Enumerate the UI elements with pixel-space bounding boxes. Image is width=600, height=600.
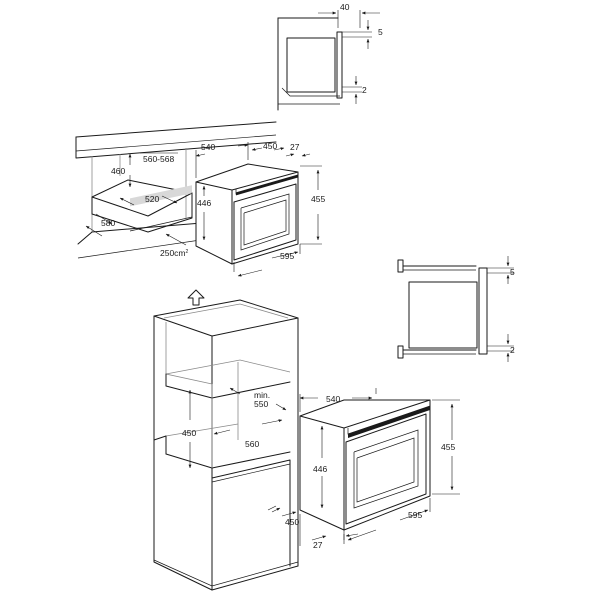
- upper-depth-label: 540: [201, 142, 215, 152]
- cabinet-depth-label: 520: [145, 194, 159, 204]
- niche-width-label: 560: [245, 439, 259, 449]
- upper-front-depth-label: 450: [263, 141, 277, 151]
- min-label: min.: [254, 390, 270, 400]
- cabinet-height-label: 460: [111, 166, 125, 176]
- column-top-gap-label: 5: [510, 267, 515, 277]
- niche-height-label: 450: [182, 428, 196, 438]
- cabinet-width-label: 560-568: [143, 154, 174, 164]
- lower-panel-label: 27: [313, 540, 323, 550]
- lower-width-label: 595: [408, 510, 422, 520]
- lower-cavity-height-label: 446: [313, 464, 327, 474]
- column-section-detail: 5 2: [397, 256, 515, 362]
- oven-lower: 540 455 446 450 27 595: [267, 388, 460, 550]
- bottom-gap-label: 2: [362, 85, 367, 95]
- column-bottom-gap-label: 2: [510, 345, 515, 355]
- lower-front-depth-label: 450: [285, 517, 299, 527]
- upper-panel-label: 27: [290, 142, 300, 152]
- vent-area-label: 250cm2: [160, 248, 189, 258]
- upper-cavity-height-label: 446: [197, 198, 211, 208]
- under-counter-cabinet: 460 560-568 520 580 250cm2: [75, 121, 277, 259]
- lower-depth-label: 540: [326, 394, 340, 404]
- top-depth-label: 40: [340, 2, 350, 12]
- min-value-label: 550: [254, 399, 268, 409]
- top-gap-label: 5: [378, 27, 383, 37]
- upper-height-label: 455: [311, 194, 325, 204]
- counter-depth-label: 580: [101, 218, 115, 228]
- upper-width-label: 595: [280, 251, 294, 261]
- oven-upper: 540 450 27 455 446 595: [195, 141, 325, 277]
- top-section-detail: 40 5 2: [277, 2, 383, 111]
- column-cabinet: 450 560 min. 550: [153, 289, 299, 591]
- lower-height-label: 455: [441, 442, 455, 452]
